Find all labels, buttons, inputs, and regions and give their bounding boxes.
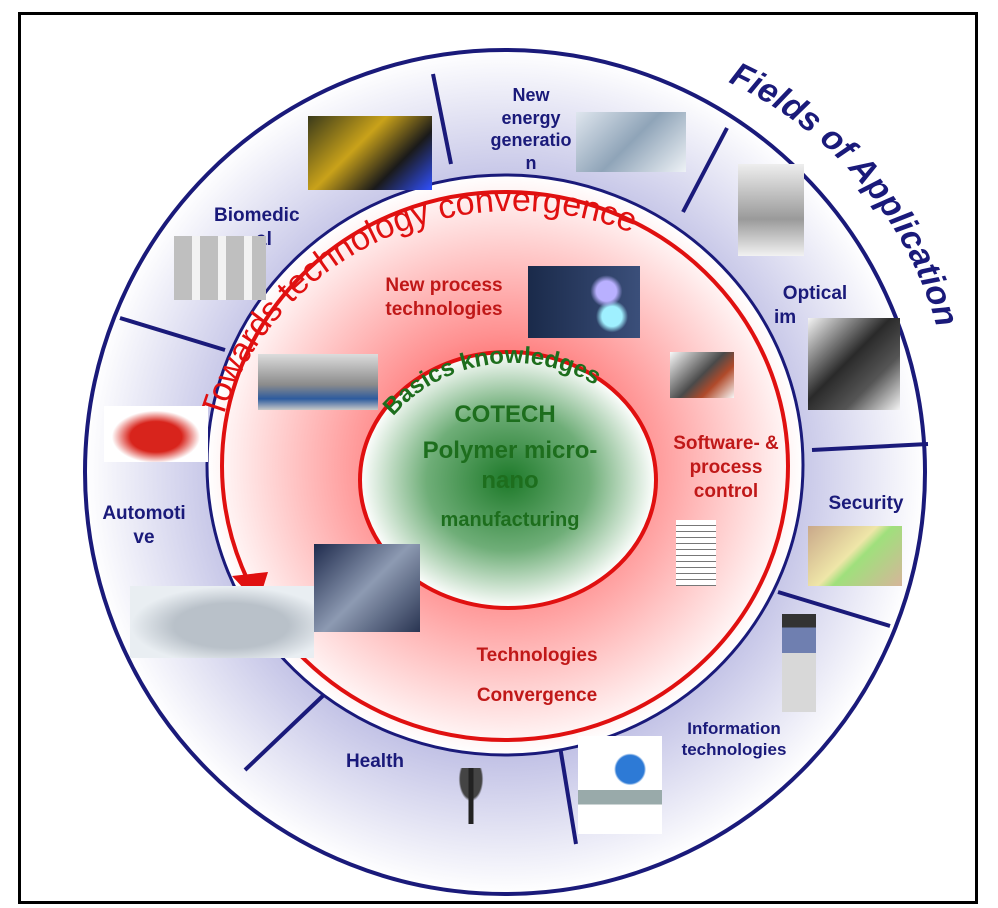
photo-laptop-globe: [578, 736, 662, 834]
label-biomedical-line1: Biomedic: [214, 205, 300, 226]
label-new-process: New process technologies: [385, 275, 503, 320]
technology-ring-red-line: [220, 190, 790, 742]
photo-camera: [738, 164, 804, 256]
label-optical: Optical im: [770, 282, 860, 330]
photo-video-camera: [808, 318, 900, 410]
photo-flowchart: [676, 520, 716, 586]
photo-mobile-phone: [782, 614, 816, 712]
label-information: Information technologies: [681, 719, 787, 760]
photo-robot-arm: [670, 352, 734, 398]
label-health: Health: [345, 751, 405, 772]
photo-biomedical-laser: [308, 116, 432, 190]
label-new-energy: New energy generatio n: [490, 85, 572, 173]
photo-microstructure: [174, 236, 266, 300]
photo-factory-line: [258, 354, 378, 410]
photo-injection-molding: [314, 544, 420, 632]
core-circle: [358, 350, 658, 610]
core-nano: nano: [481, 467, 539, 494]
photo-caduceus: [446, 768, 496, 824]
label-technologies: Technologies: [476, 645, 598, 666]
photo-security-strip: [808, 526, 902, 586]
label-software: Software- & process control: [673, 433, 779, 502]
photo-sports-car: [104, 406, 208, 462]
core-cotech: COTECH: [454, 401, 556, 428]
label-security: Security: [828, 493, 904, 514]
core-polymer: Polymer micro-: [422, 437, 598, 464]
label-optical-line1: Optical: [782, 283, 848, 304]
core-manufacturing: manufacturing: [440, 509, 580, 531]
photo-energy-cells: [576, 112, 686, 172]
photo-sedan: [130, 586, 314, 658]
label-convergence: Convergence: [476, 685, 598, 706]
photo-process-lights: [528, 266, 640, 338]
label-optical-line2: im: [774, 306, 797, 328]
label-automotive: Automoti ve: [102, 503, 186, 548]
sector-dividers: [119, 73, 929, 845]
